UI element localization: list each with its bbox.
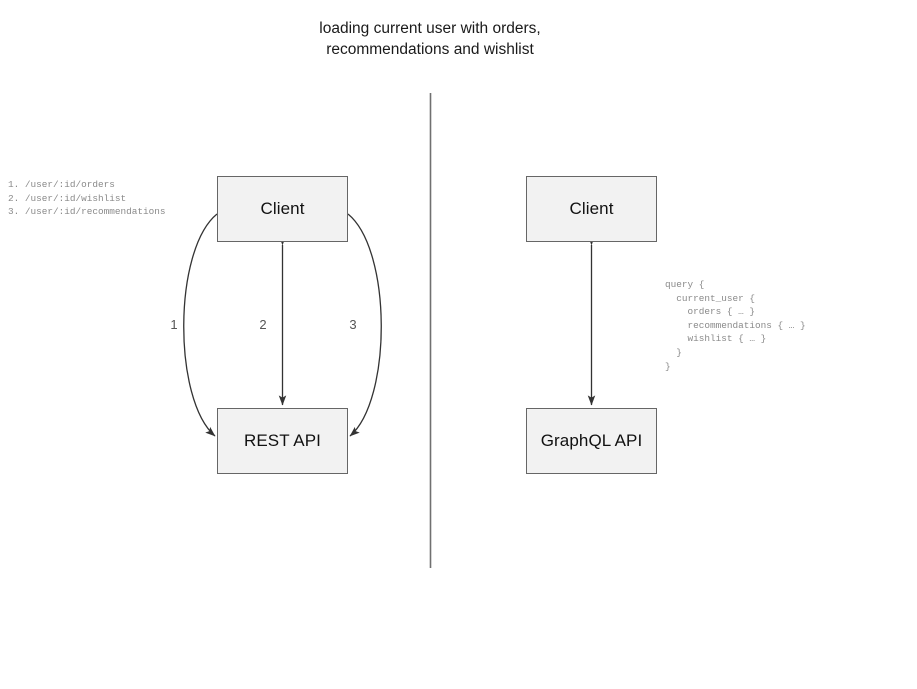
page-title: loading current user with orders, recomm… [319,20,541,58]
edge-label-1: 1 [170,317,178,332]
rest-endpoints-list: 1. /user/:id/orders 2. /user/:id/wishlis… [8,179,166,218]
node-client-rest[interactable]: Client [217,176,348,242]
edge-label-3: 3 [349,317,357,332]
node-client-graphql[interactable]: Client [526,176,657,242]
edge-1-client-rest-api [183,204,227,437]
edge-label-2: 2 [259,317,267,332]
node-graphql-api[interactable]: GraphQL API [526,408,657,474]
graphql-query-snippet: query { current_user { orders { … } reco… [665,279,806,372]
node-rest-api[interactable]: REST API [217,408,348,474]
